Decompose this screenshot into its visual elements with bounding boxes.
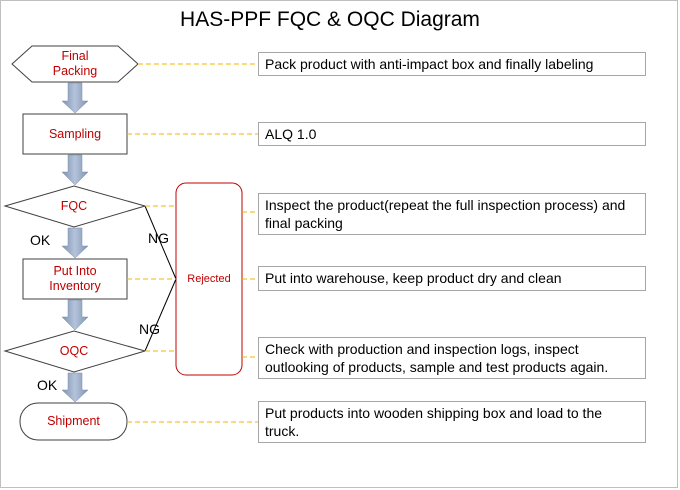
oqc-ng-label: NG (139, 321, 160, 337)
rejected-label: Rejected (187, 272, 231, 285)
fqc-ng-line (144, 205, 177, 280)
oqc-label: OQC (59, 343, 89, 358)
arrow-packing-to-sampling (61, 82, 89, 114)
sampling-label: Sampling (48, 126, 102, 141)
arrow-oqc-to-shipment (61, 372, 89, 403)
final-packing-label: Final Packing (52, 49, 98, 78)
description-sampling: ALQ 1.0 (258, 122, 646, 146)
shipment-label: Shipment (47, 414, 100, 428)
arrow-sampling-to-fqc (61, 154, 89, 186)
fqc-label: FQC (60, 198, 88, 213)
diagram-title: HAS-PPF FQC & OQC Diagram (180, 8, 480, 31)
oqc-ok-label: OK (37, 377, 58, 393)
oqc-ng-line (144, 278, 177, 352)
description-put-into-inventory: Put into warehouse, keep product dry and… (258, 266, 646, 291)
description-final-packing: Pack product with anti-impact box and fi… (258, 52, 646, 76)
arrow-inventory-to-oqc (61, 299, 89, 331)
description-shipment: Put products into wooden shipping box an… (258, 401, 646, 443)
put-into-inventory-label: Put Into Inventory (49, 264, 101, 293)
put-into-inventory-shape (22, 258, 128, 300)
arrow-fqc-to-inventory (61, 227, 89, 259)
sampling-shape (22, 113, 128, 155)
fqc-ok-label: OK (30, 232, 51, 248)
fqc-ng-label: NG (148, 230, 169, 246)
description-oqc: Check with production and inspection log… (258, 337, 646, 379)
description-fqc: Inspect the product(repeat the full insp… (258, 193, 646, 235)
